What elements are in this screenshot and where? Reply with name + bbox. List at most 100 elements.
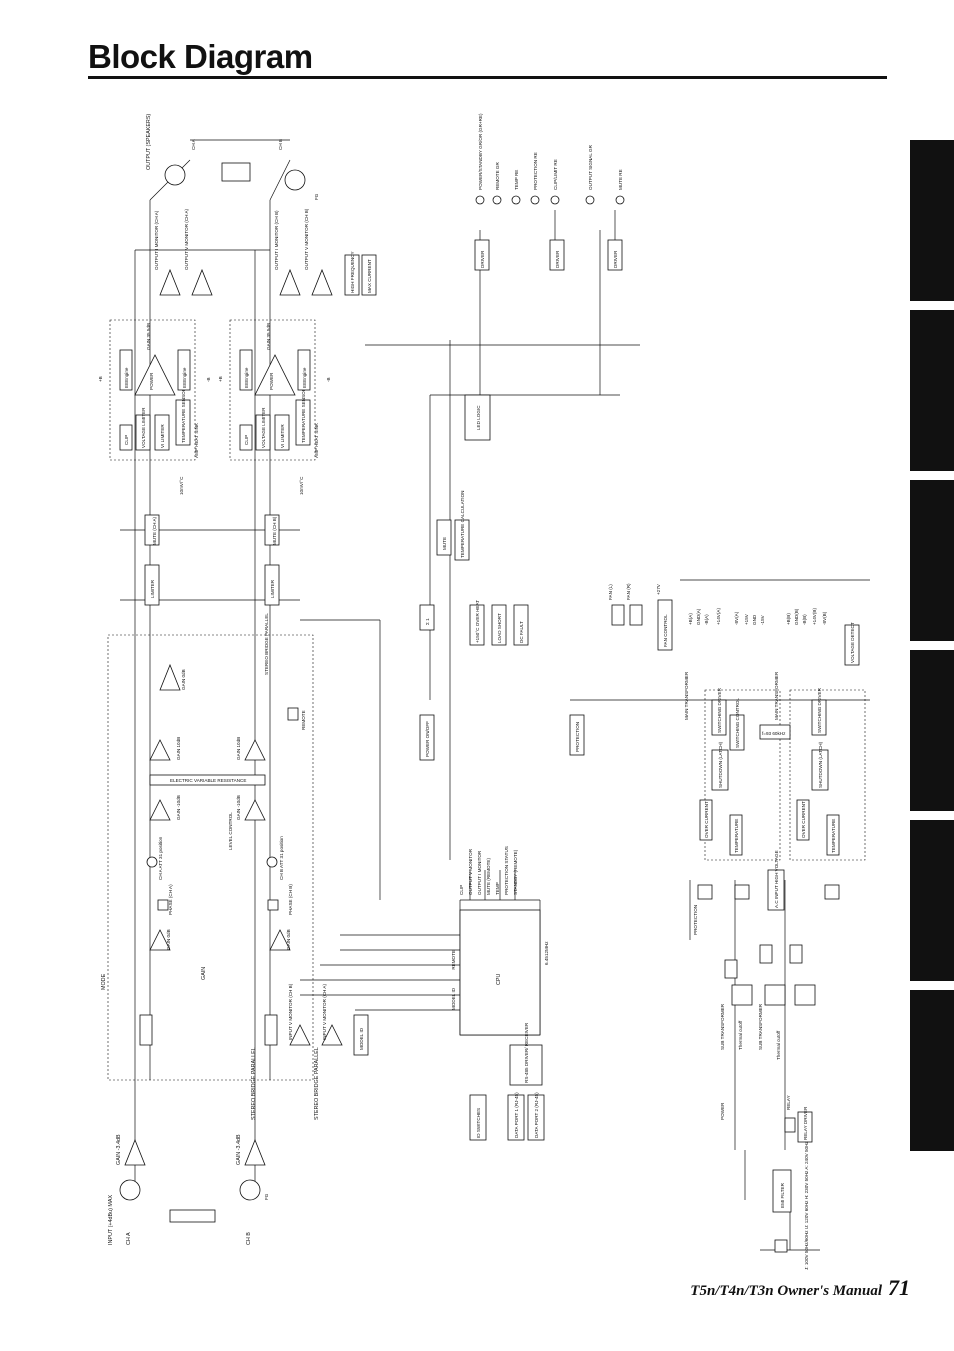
section-tab-4[interactable] bbox=[910, 650, 954, 811]
fan-l-label: FAN (L) bbox=[608, 584, 613, 600]
evr-label: ELECTRIC VARIABLE RESISTANCE bbox=[170, 778, 246, 783]
remote-sw-label: REMOTE bbox=[301, 710, 306, 730]
switching-driver-b-label: SWITCHING DRIVER bbox=[817, 687, 822, 733]
temperature-a-label: TEMPERATURE bbox=[734, 819, 739, 853]
gain-355-b: GAIN 35.5dB bbox=[266, 323, 271, 350]
power-supply-section: FAN (L) FAN (R) FAN CONTROL VOLTAGE DETE… bbox=[608, 583, 860, 1270]
rail-11: -B(B) bbox=[802, 614, 807, 625]
output-speakers-label: OUTPUT (SPEAKERS) bbox=[146, 114, 152, 170]
eeengine-a1 bbox=[119, 349, 133, 391]
data-port-1-label: DATA PORT 1 (RJ-45) bbox=[514, 1092, 519, 1138]
remote-sw bbox=[287, 707, 299, 721]
chb-input-label: CH B bbox=[246, 1232, 252, 1245]
cha-att-knob bbox=[146, 856, 158, 868]
wiring bbox=[107, 139, 870, 1251]
limiter-b bbox=[264, 564, 280, 606]
reg-3 bbox=[789, 944, 803, 964]
clip-b bbox=[239, 424, 253, 451]
gain-0db-a: GAIN 0dB bbox=[166, 929, 171, 950]
supply-rails: +B(A) GND(A) -B(A) +14V(A) -8V(A) +15V G… bbox=[656, 583, 827, 625]
inv-gain10-b bbox=[244, 739, 266, 761]
mode-sw-label: STEREO BRIDGE PARALLEL bbox=[264, 613, 269, 675]
tenmv-a: 10mV/°C bbox=[179, 476, 184, 495]
gain-10db-b: GAIN 10dB bbox=[236, 737, 241, 760]
rail-7: GND bbox=[752, 614, 757, 625]
switching-control-a bbox=[729, 714, 745, 751]
power-a-label: POWER bbox=[149, 372, 154, 390]
cpu-box bbox=[459, 909, 541, 1036]
gain-355-a: GAIN 35.5dB bbox=[146, 323, 151, 350]
clip-a-label: CLIP bbox=[124, 435, 129, 445]
voltage-detect-label: VOLTAGE DETECT bbox=[850, 622, 855, 663]
rs485-label: RS-485 DRIVER/ RECEIVER bbox=[524, 1022, 529, 1083]
protection-opto-label: PROTECTION bbox=[693, 905, 698, 935]
minus-b-b: -B bbox=[326, 377, 331, 382]
inv-amp-a bbox=[149, 929, 171, 951]
led-remote bbox=[492, 195, 502, 205]
led-protection-label: PROTECTION RE bbox=[533, 152, 538, 190]
mute-label: MUTE bbox=[442, 537, 447, 550]
phase-level-section: GAIN 0dB GAIN 0dB PHASE (CH A) PHASE (CH… bbox=[146, 613, 306, 951]
phase-chb-label: PHASE (CH B) bbox=[288, 884, 293, 915]
shutdown-latch-a bbox=[711, 749, 729, 791]
switching-driver-a bbox=[711, 699, 727, 736]
output-v-monitor-b: OUTPUT V MONITOR (CH B) bbox=[304, 208, 309, 270]
driver-1-label: DRIVER bbox=[480, 250, 485, 268]
title-rule bbox=[88, 76, 887, 79]
evr-box bbox=[149, 774, 266, 786]
power-onoff-box bbox=[419, 714, 435, 761]
thermal-cutoff-1: Thermal cutoff bbox=[738, 1020, 743, 1050]
dc-fault-label: DC FAULT bbox=[519, 621, 524, 643]
data-port-2-label: DATA PORT 2 (RJ-45) bbox=[534, 1092, 539, 1138]
relay-driver-label: RELAY DRIVER bbox=[803, 1106, 808, 1140]
stereo-bridge-parallel-label: STEREO BRIDGE PARALLEL bbox=[251, 1047, 257, 1120]
mode-label: MODE bbox=[101, 973, 107, 990]
stereo-bridge-parallel-2: STEREO BRIDGE PARALLEL bbox=[314, 1047, 320, 1120]
relay-contact bbox=[784, 1117, 796, 1133]
mute-box bbox=[436, 519, 452, 556]
voltage-limiter-b-label: VOLTAGE LIMITER bbox=[261, 407, 266, 448]
section-tab-2[interactable] bbox=[910, 310, 954, 471]
fg-input-label: FG bbox=[264, 1193, 269, 1200]
rail-6: +15V bbox=[744, 613, 749, 625]
cha-input-label: CH A bbox=[126, 1232, 132, 1245]
sigma-box bbox=[419, 604, 435, 631]
thermal-cutoff-2: Thermal cutoff bbox=[776, 1030, 781, 1060]
sigma-label: Σ 1 bbox=[425, 618, 430, 625]
driver-2 bbox=[549, 239, 565, 271]
temperature-b-label: TEMPERATURE bbox=[831, 819, 836, 853]
led-section: POWER/STANDBY GR/OR (GR+RE) REMOTE GR TE… bbox=[475, 113, 625, 205]
gain-10db-a: GAIN 10dB bbox=[176, 737, 181, 760]
ac-input-box bbox=[767, 869, 785, 911]
led-logic-label: LED LOGIC bbox=[476, 405, 481, 430]
dc-fault-box bbox=[513, 604, 529, 646]
max-current-label: MAX CURRENT bbox=[367, 259, 372, 293]
bridge-rect-2 bbox=[764, 984, 786, 1006]
section-tab-1[interactable] bbox=[910, 140, 954, 301]
cpu-output-2: OUTPUT V MONITOR bbox=[468, 848, 473, 895]
vi-limiter-b bbox=[274, 414, 290, 451]
section-tab-6[interactable] bbox=[910, 990, 954, 1151]
driver-1 bbox=[474, 239, 490, 271]
input-amp-a bbox=[124, 1138, 146, 1166]
barrier-strip bbox=[169, 1209, 216, 1223]
cpu-section: CPU 6.4512MHz REMOTE MODEL ID CLIP OUTPU… bbox=[451, 846, 549, 1141]
gain-34-a: GAIN -3.4dB bbox=[116, 1134, 122, 1165]
section-tab-5[interactable] bbox=[910, 820, 954, 981]
cpu-input-1: REMOTE bbox=[451, 950, 456, 970]
id-switches bbox=[469, 1094, 487, 1141]
voltage-limiter-a bbox=[135, 414, 151, 451]
i-monitor-b-amp bbox=[279, 268, 301, 296]
gain-34-b: GAIN -3.4dB bbox=[236, 1134, 242, 1165]
chb-att-label: CH B ATT 31 position bbox=[279, 836, 284, 880]
over-heat-label: +150°C OVER HEAT bbox=[475, 600, 480, 643]
temp-sensor-a-label: TEMPERATURE SENSOR bbox=[181, 387, 186, 443]
section-tab-3[interactable] bbox=[910, 480, 954, 641]
led-logic-box bbox=[464, 394, 491, 441]
bridge-rect-1 bbox=[731, 984, 753, 1006]
mute-a bbox=[144, 514, 160, 546]
rail-9: +B(B) bbox=[786, 613, 791, 625]
att-6db-a bbox=[139, 1014, 153, 1046]
led-clip bbox=[550, 195, 560, 205]
